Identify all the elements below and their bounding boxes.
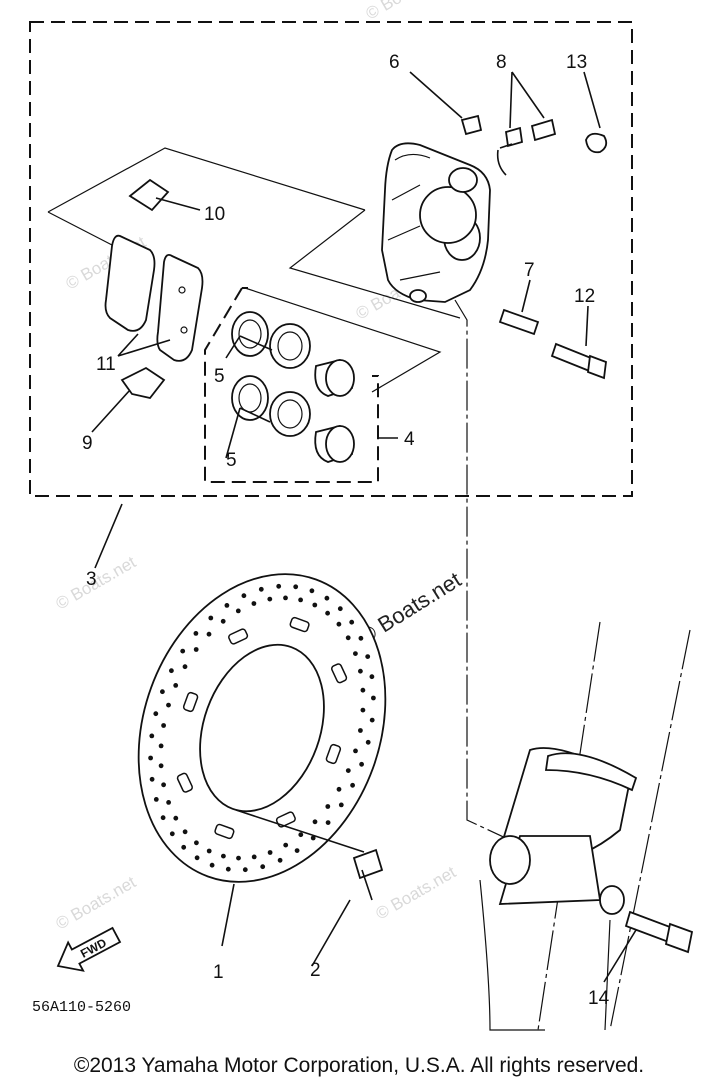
callout-11: 11 [96,354,116,375]
callout-5b: 5 [226,450,237,471]
watermark: © Boats.net [53,872,140,933]
copyright-notice: ©2013 Yamaha Motor Corporation, U.S.A. A… [73,1054,645,1077]
callout-2: 2 [310,960,321,981]
pad-spring-10 [128,178,170,212]
fork-bolt-14 [624,910,694,954]
figure-code: 56A110-5260 [32,999,131,1016]
callout-8: 8 [496,52,507,73]
callout-1: 1 [213,962,224,983]
disc-slots [176,616,348,840]
bolt-12 [550,342,607,380]
front-fork [479,621,691,1031]
callout-12: 12 [574,286,595,307]
callout-13: 13 [566,52,587,73]
callout-5a: 5 [214,366,225,387]
brake-pads-11 [104,234,204,362]
disc-bolt-2 [352,848,384,901]
pistons [314,359,355,463]
pad-plane-lines [47,147,461,393]
callout-7: 7 [524,260,535,281]
callouts: 1 2 3 4 5 5 6 7 8 9 10 11 12 13 14 [82,52,610,1009]
brake-disc [137,573,387,883]
callout-9: 9 [82,433,93,454]
mount-line [454,299,511,841]
pin-7 [498,308,540,336]
bleed-cap-13 [585,132,608,154]
piston-seals-5 [231,311,311,437]
caliper-assembly-outline [29,21,633,497]
disc-holes [148,583,376,873]
callout-4: 4 [404,429,415,450]
pad-support-9 [120,366,166,400]
caliper-cap-6 [460,114,483,136]
leader-lines [91,71,637,983]
callout-3: 3 [86,569,97,590]
callout-6: 6 [389,52,400,73]
brake-caliper [381,142,491,303]
watermark: © Boats.net [363,0,450,23]
callout-14: 14 [588,988,610,1009]
callout-10: 10 [204,204,225,225]
bleed-screw-8 [496,118,557,176]
watermark: © Boats.net [373,862,460,923]
seal-kit-outline [204,287,379,483]
